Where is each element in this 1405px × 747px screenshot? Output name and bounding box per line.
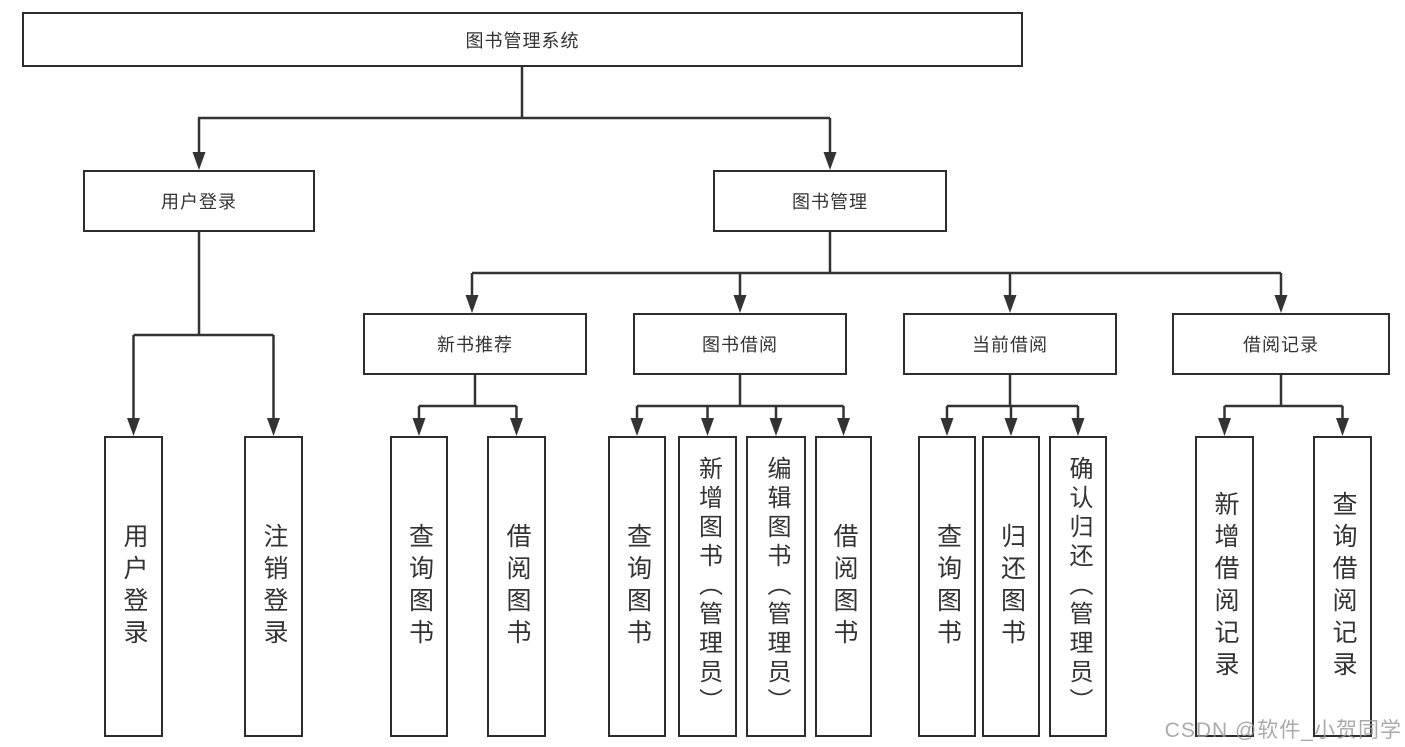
node-label: 借阅记录 — [1243, 335, 1319, 355]
leaf-current-confirm-return-admin: 确认归还（管理员） — [1049, 436, 1107, 737]
node-label: 新增图书（管理员） — [694, 456, 722, 717]
leaf-records-add-borrow-record: 新增借阅记录 — [1195, 436, 1254, 737]
node-label: 查询图书 — [933, 522, 962, 651]
leaf-records-query-borrow-record: 查询借阅记录 — [1313, 436, 1372, 737]
node-label: 确认归还（管理员） — [1065, 456, 1092, 717]
leaf-borrowing-query-books: 查询图书 — [608, 436, 666, 737]
node-user-login: 用户登录 — [83, 170, 315, 232]
node-label: 编辑图书（管理员） — [763, 456, 790, 717]
node-label: 查询图书 — [623, 522, 652, 651]
node-label: 图书借阅 — [702, 335, 778, 355]
csdn-watermark: CSDN @软件_小贺同学 — [1164, 719, 1402, 742]
node-label: 归还图书 — [997, 522, 1026, 651]
leaf-borrowing-add-books-admin: 新增图书（管理员） — [678, 436, 737, 737]
leaf-borrowing-edit-books-admin: 编辑图书（管理员） — [746, 436, 806, 737]
leaf-newbooks-borrow-books: 借阅图书 — [487, 436, 546, 737]
node-label: 借阅图书 — [503, 522, 531, 651]
node-label: 用户登录 — [161, 192, 237, 212]
node-label: 查询借阅记录 — [1329, 490, 1357, 683]
node-label: 新书推荐 — [437, 335, 513, 355]
leaf-logout: 注销登录 — [244, 436, 303, 737]
node-borrowing-records: 借阅记录 — [1172, 313, 1390, 375]
node-library-system: 图书管理系统 — [22, 12, 1023, 67]
leaf-borrowing-borrow-books: 借阅图书 — [815, 436, 872, 737]
node-new-book-recommendation: 新书推荐 — [363, 313, 587, 375]
node-label: 当前借阅 — [972, 335, 1048, 355]
node-book-borrowing: 图书借阅 — [633, 313, 847, 375]
node-label: 用户登录 — [120, 522, 148, 651]
leaf-current-query-books: 查询图书 — [918, 436, 976, 737]
arrowheads — [127, 152, 1349, 436]
leaf-user-login: 用户登录 — [104, 436, 163, 737]
node-book-management: 图书管理 — [713, 170, 947, 232]
node-label: 新增借阅记录 — [1211, 490, 1239, 683]
node-label: 查询图书 — [405, 522, 434, 651]
node-label: 图书管理 — [792, 192, 868, 212]
node-label: 图书管理系统 — [465, 30, 580, 51]
node-current-borrowing: 当前借阅 — [903, 313, 1117, 375]
leaf-newbooks-query-books: 查询图书 — [390, 436, 448, 737]
node-label: 注销登录 — [260, 522, 288, 651]
leaf-current-return-books: 归还图书 — [982, 436, 1040, 737]
node-label: 借阅图书 — [830, 522, 858, 651]
